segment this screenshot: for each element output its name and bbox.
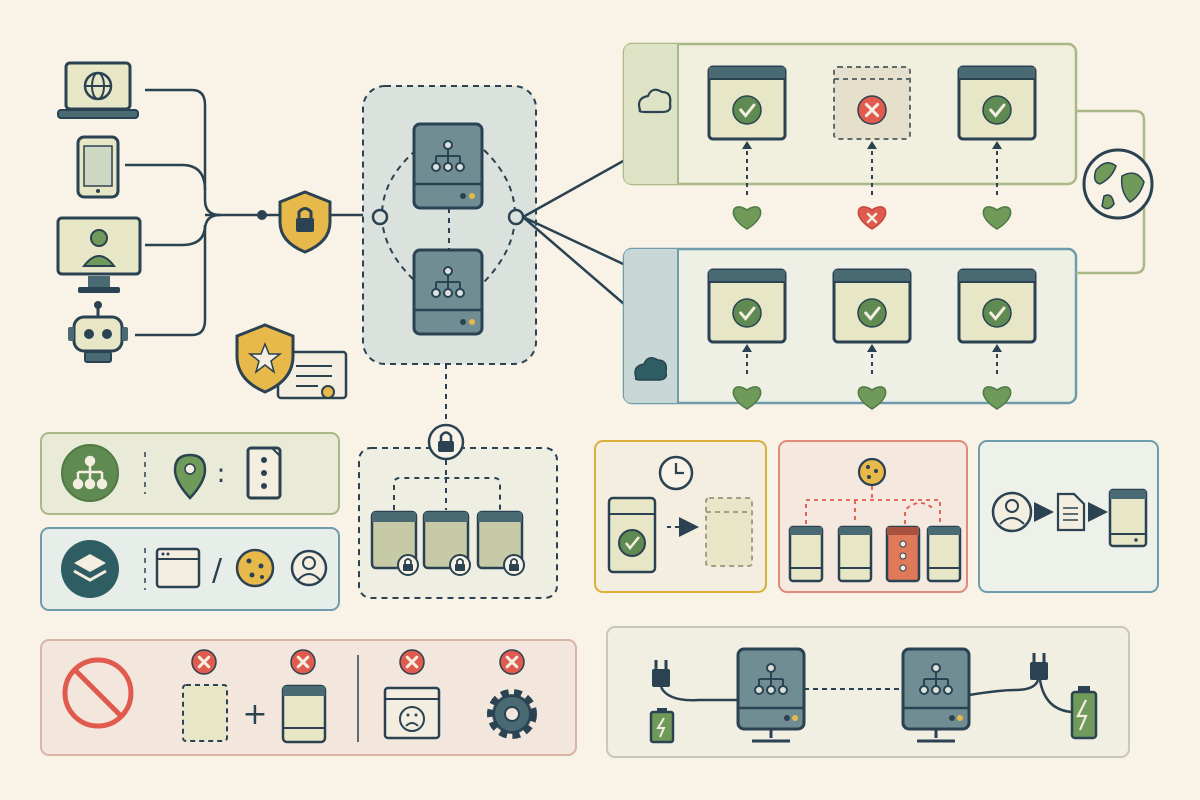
private-backend-server xyxy=(422,510,471,576)
instance-icon xyxy=(607,496,657,574)
heart-icon xyxy=(732,206,762,230)
lock-icon xyxy=(503,554,525,576)
empty-instance-icon xyxy=(705,497,753,567)
document-icon xyxy=(1056,492,1086,532)
load-balancer-server-secondary xyxy=(412,248,484,336)
load-balancer-icon xyxy=(736,647,806,743)
error-x-icon xyxy=(857,95,887,125)
broken-heart-icon xyxy=(857,206,887,230)
load-balancer-cluster xyxy=(362,85,537,365)
error-x-icon xyxy=(399,649,425,675)
server-icon xyxy=(926,525,962,583)
instance-healthy xyxy=(957,65,1037,230)
instance-failed xyxy=(833,66,911,230)
private-backend-server xyxy=(476,510,525,576)
user-affinity-panel xyxy=(978,440,1159,593)
instance-healthy xyxy=(707,268,787,410)
error-x-icon xyxy=(191,649,217,675)
check-icon xyxy=(982,95,1012,125)
cluster-output-port xyxy=(507,208,525,226)
check-icon xyxy=(982,298,1012,328)
plus-sign: + xyxy=(242,697,267,732)
badges-layer xyxy=(191,649,525,675)
instance-healthy xyxy=(832,268,912,410)
session-panel: / xyxy=(40,527,340,611)
prohibited-icon xyxy=(62,657,134,729)
server-icon xyxy=(1108,488,1148,548)
routing-separator: : xyxy=(217,459,226,489)
laptop-icon xyxy=(57,61,139,119)
battery-icon xyxy=(1070,686,1098,740)
network-tree-icon xyxy=(431,140,465,172)
private-backend-server xyxy=(370,510,419,576)
load-balancer-icon xyxy=(901,647,971,743)
affinity-servers-layer xyxy=(788,525,962,583)
shield-star-certificate-icon xyxy=(235,323,348,400)
heart-icon xyxy=(857,386,887,410)
check-icon xyxy=(732,95,762,125)
layers-icon xyxy=(61,540,119,598)
lock-icon xyxy=(427,423,465,461)
check-icon xyxy=(857,298,887,328)
lock-icon xyxy=(449,554,471,576)
battery-icon xyxy=(649,708,675,744)
robot-icon xyxy=(68,301,128,363)
clients-group xyxy=(56,61,142,363)
network-tree-icon xyxy=(431,266,465,298)
instances-layer xyxy=(707,65,1037,410)
cloud-icon xyxy=(634,357,668,381)
user-icon xyxy=(991,491,1033,533)
network-tree-icon xyxy=(61,444,119,502)
session-separator: / xyxy=(212,553,223,588)
sad-browser-icon xyxy=(383,686,441,740)
power-plug-icon xyxy=(652,660,738,702)
cookie-icon xyxy=(235,548,275,588)
desktop-icon xyxy=(56,216,142,293)
check-icon xyxy=(732,298,762,328)
location-pin-icon xyxy=(173,453,207,500)
global-link xyxy=(1076,109,1154,275)
sticky-server xyxy=(885,525,921,583)
instance-healthy xyxy=(957,268,1037,410)
heart-icon xyxy=(982,386,1012,410)
user-icon xyxy=(290,549,328,587)
load-balancer-server-primary xyxy=(412,122,484,210)
globe-icon xyxy=(83,71,113,101)
cookie-icon xyxy=(857,457,887,487)
clock-icon xyxy=(658,455,694,491)
server-icon xyxy=(788,525,824,583)
junction-dot xyxy=(257,210,267,220)
not-supported-panel: + xyxy=(40,639,577,756)
power-plug-icon xyxy=(968,653,1073,714)
routing-panel: : xyxy=(40,432,340,515)
high-availability-panel xyxy=(606,626,1130,758)
error-x-icon xyxy=(290,649,316,675)
cloud-icon xyxy=(637,88,672,114)
backends-layer xyxy=(370,510,525,576)
heart-icon xyxy=(732,386,762,410)
error-x-icon xyxy=(499,649,525,675)
cluster-input-port xyxy=(371,208,389,226)
instance-icon xyxy=(281,684,327,744)
draining-panel xyxy=(594,440,767,593)
gear-icon xyxy=(487,689,537,739)
instance-healthy xyxy=(707,65,787,230)
browser-window-icon xyxy=(155,547,201,589)
user-icon xyxy=(81,229,117,267)
lock-icon xyxy=(397,554,419,576)
shield-lock-icon xyxy=(278,190,332,254)
server-icon xyxy=(246,446,282,500)
server-icon xyxy=(837,525,873,583)
globe-icon xyxy=(1082,148,1154,220)
heart-icon xyxy=(982,206,1012,230)
client-connectors xyxy=(125,88,372,337)
phone-icon xyxy=(76,135,120,199)
empty-instance-icon xyxy=(182,684,228,742)
